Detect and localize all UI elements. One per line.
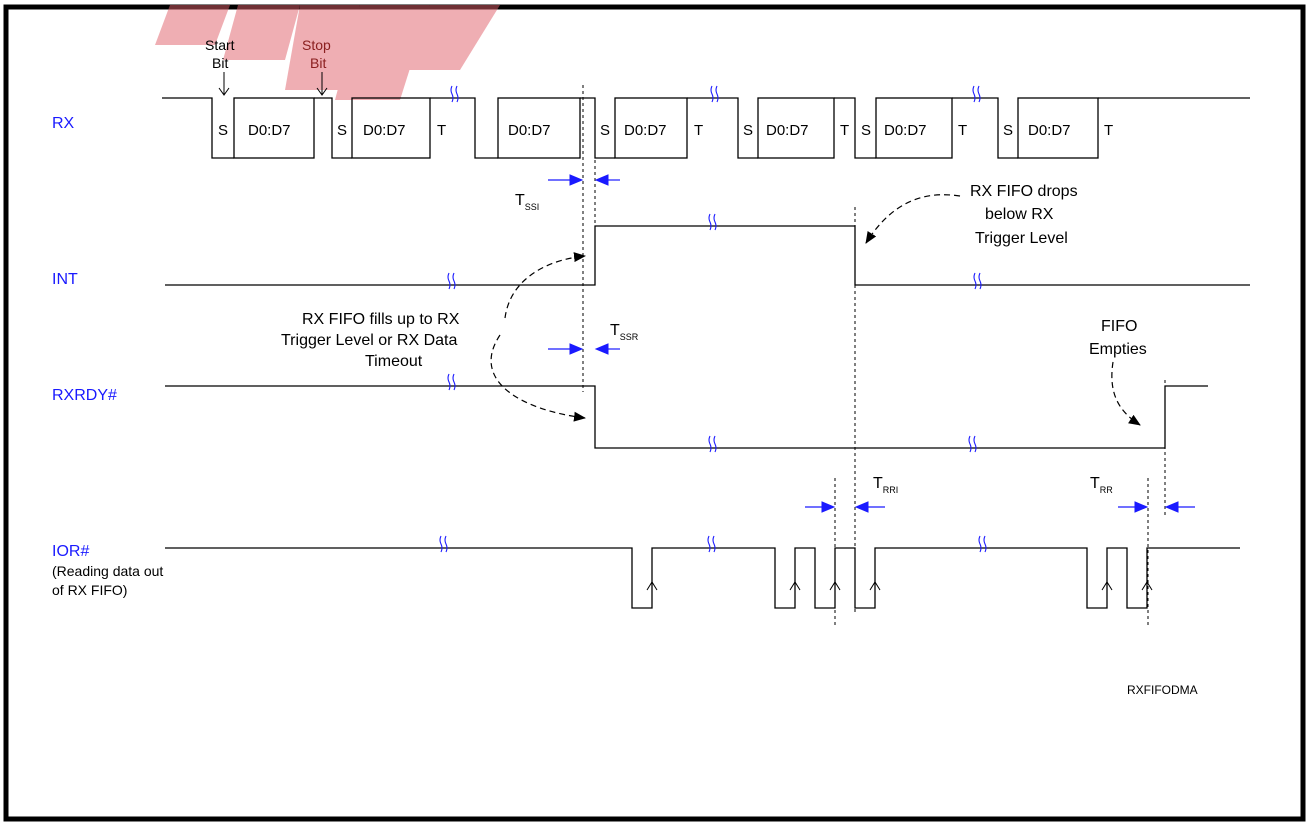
stop-bit-arrowhead [316,87,328,96]
rx-data-6: D0:D7 [884,122,927,139]
trri-label: TRRI [873,475,898,495]
ior-note-line-2: of RX FIFO) [52,582,127,598]
stop-bit-label-line-1: Stop [302,37,331,53]
fills-annotation-line-1: RX FIFO fills up to RX [302,311,460,328]
fills-annotation-line-3: Timeout [365,353,423,370]
watermark-logo [155,5,500,100]
ior-read-strobe-markers [646,581,1153,591]
fills-to-rxrdy-arrow [490,334,586,422]
rx-start-s-2: S [337,122,347,139]
start-bit-label-line-1: Start [205,37,235,53]
tssi-label: TSSI [515,192,539,212]
ior-note-line-1: (Reading data out [52,563,163,579]
fills-to-int-arrow [504,252,586,319]
rx-data-5: D0:D7 [766,122,809,139]
drops-to-int-arrow [865,194,961,244]
rx-data-3: D0:D7 [508,122,551,139]
rx-start-s-5: S [743,122,753,139]
trri-timing-arrows [805,501,885,513]
rx-stop-t-7: T [1104,122,1113,139]
rx-data-4: D0:D7 [624,122,667,139]
rx-stop-t-5: T [840,122,849,139]
fills-annotation-line-2: Trigger Level or RX Data [281,332,457,349]
rxrdy-signal-label: RXRDY# [52,387,117,404]
drops-annotation-line-3: Trigger Level [975,230,1068,247]
figure-frame [3,4,1306,822]
int-signal-label: INT [52,271,78,288]
empties-annotation-line-1: FIFO [1101,318,1137,335]
trr-timing-arrows [1118,501,1195,513]
int-waveform [165,225,1250,286]
rx-start-s-4: S [600,122,610,139]
rx-signal-label: RX [52,115,75,132]
ior-waveform [165,547,1240,609]
ior-signal-label: IOR# [52,543,89,560]
tssr-timing-arrows [548,343,620,355]
rx-stop-t-6: T [958,122,967,139]
rx-stop-t-2: T [437,122,446,139]
time-break-marks [439,85,987,553]
empties-to-rxrdy-arrow [1111,361,1141,426]
trr-label: TRR [1090,475,1113,495]
start-bit-label-line-2: Bit [212,55,228,71]
start-bit-arrowhead [218,87,230,96]
rx-start-s-7: S [1003,122,1013,139]
drops-annotation-line-1: RX FIFO drops [970,183,1078,200]
rx-data-2: D0:D7 [363,122,406,139]
rx-start-s-1: S [218,122,228,139]
rx-start-s-6: S [861,122,871,139]
stop-bit-label-line-2: Bit [310,55,326,71]
rxrdy-waveform [165,385,1208,449]
tssr-label: TSSR [610,322,639,342]
figure-id-label: RXFIFODMA [1127,683,1198,697]
drops-annotation-line-2: below RX [985,206,1054,223]
rx-waveform [162,97,1250,159]
empties-annotation-line-2: Empties [1089,341,1147,358]
rx-data-7: D0:D7 [1028,122,1071,139]
rx-data-1: D0:D7 [248,122,291,139]
rx-stop-t-4: T [694,122,703,139]
tssi-timing-arrows [548,174,620,186]
